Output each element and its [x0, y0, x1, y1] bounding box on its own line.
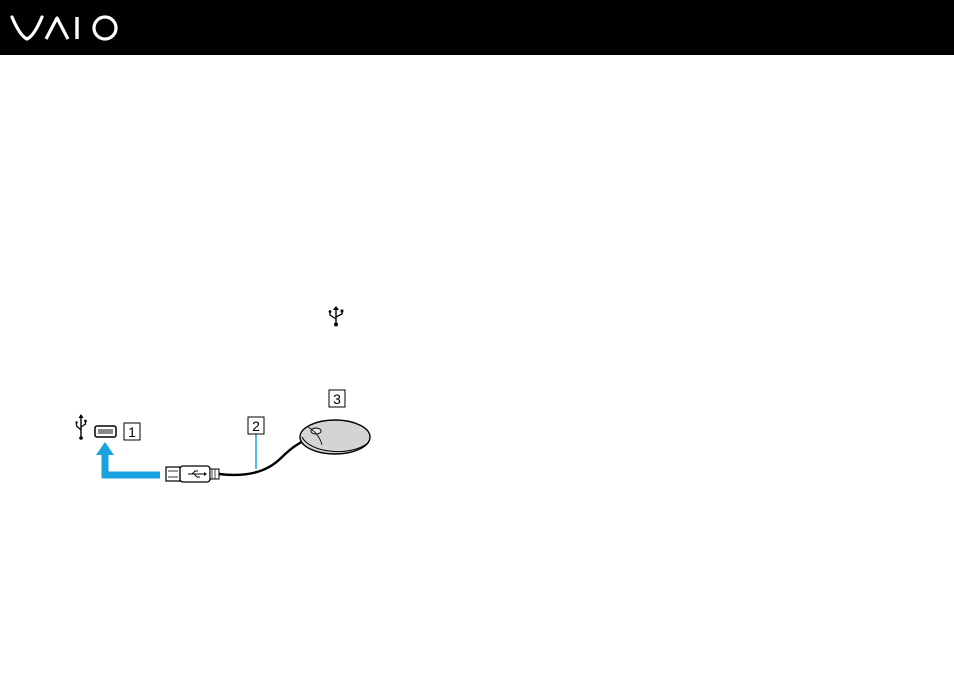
usb-mouse-connection-diagram: 1 2 3: [70, 385, 380, 495]
usb-icon: [327, 305, 345, 327]
callout-3: 3: [329, 390, 345, 407]
usb-plug: [166, 466, 219, 482]
usb-port-symbol-icon: [75, 414, 86, 440]
insert-direction-arrow: [96, 442, 160, 475]
page-header: [0, 0, 954, 55]
mouse-cable: [219, 437, 315, 475]
vaio-logo: [10, 14, 122, 42]
callout-2: 2: [248, 417, 264, 434]
callout-1: 1: [124, 423, 140, 440]
usb-mouse: [300, 420, 370, 454]
svg-text:2: 2: [252, 418, 260, 434]
svg-text:3: 3: [333, 391, 341, 407]
usb-port: [95, 426, 116, 437]
svg-text:1: 1: [128, 424, 136, 440]
